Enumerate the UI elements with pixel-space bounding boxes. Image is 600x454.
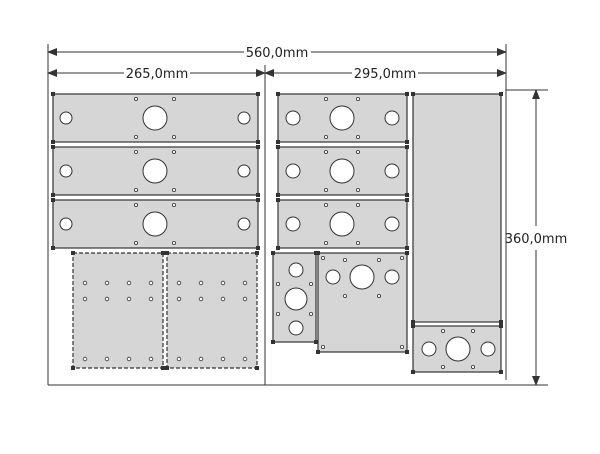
- mounting-hole: [82, 356, 88, 362]
- mounting-hole: [104, 296, 110, 302]
- mounting-hole: [220, 280, 226, 286]
- panel-left-row-2: [52, 146, 259, 196]
- mounting-hole: [176, 280, 182, 286]
- panel-left-row-3: [52, 199, 259, 249]
- mounting-hole: [148, 280, 154, 286]
- mounting-hole: [148, 356, 154, 362]
- panel-small-bottom-right: [411, 324, 503, 374]
- mounting-hole: [82, 296, 88, 302]
- mounting-hole: [104, 356, 110, 362]
- mounting-hole: [198, 296, 204, 302]
- mounting-hole: [126, 280, 132, 286]
- mounting-hole: [104, 280, 110, 286]
- corner-tab: [71, 251, 75, 255]
- panel-left-square-1: [72, 252, 164, 369]
- mounting-hole: [126, 296, 132, 302]
- right-width-label: 295,0mm: [354, 67, 417, 82]
- panel-right-row-1: [277, 93, 408, 143]
- mounting-hole: [242, 280, 248, 286]
- dimension-right-width: 295,0mm: [264, 67, 507, 82]
- mounting-hole: [242, 296, 248, 302]
- mounting-hole: [126, 356, 132, 362]
- corner-tab: [71, 366, 75, 370]
- corner-tab: [255, 366, 259, 370]
- panel-left-square-2: [166, 252, 258, 369]
- mounting-hole: [242, 356, 248, 362]
- mounting-hole: [198, 280, 204, 286]
- mounting-hole: [148, 296, 154, 302]
- mounting-hole: [220, 296, 226, 302]
- mounting-hole: [176, 356, 182, 362]
- right-panel-corner-tabs: [276, 92, 409, 250]
- dimension-overall-width: 560,0mm: [47, 46, 507, 61]
- panel-right-row-3: [277, 199, 408, 249]
- panel-tall-vertical: [411, 92, 503, 324]
- corner-tab: [165, 366, 169, 370]
- square-panel-holes: [71, 251, 259, 370]
- mounting-hole: [198, 356, 204, 362]
- overall-height-label: 360,0mm: [505, 232, 568, 247]
- left-width-label: 265,0mm: [126, 67, 189, 82]
- overall-width-label: 560,0mm: [246, 46, 309, 61]
- corner-tab: [165, 251, 169, 255]
- left-panel-corner-tabs: [51, 92, 260, 250]
- corner-tab: [161, 251, 165, 255]
- extension-lines: [47, 44, 548, 386]
- dimension-overall-height: 360,0mm: [505, 89, 568, 386]
- dimension-left-width: 265,0mm: [47, 67, 266, 82]
- mounting-hole: [220, 356, 226, 362]
- mounting-hole: [176, 296, 182, 302]
- panel-narrow-vertical: [271, 251, 318, 344]
- corner-tab: [161, 366, 165, 370]
- mounting-hole: [82, 280, 88, 286]
- corner-tab: [255, 251, 259, 255]
- panel-left-row-1: [52, 93, 259, 143]
- panel-square-middle: [316, 251, 409, 354]
- panel-right-row-2: [277, 146, 408, 196]
